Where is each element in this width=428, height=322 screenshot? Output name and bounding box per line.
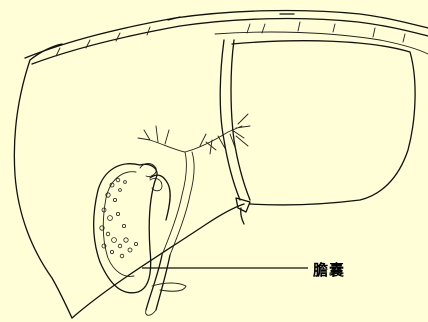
gallbladder-inner-wall <box>103 172 136 277</box>
ligamentum-teres-inner <box>231 40 250 200</box>
right-lobe-outline <box>232 41 415 205</box>
gallbladder-label: 膽囊 <box>313 259 345 280</box>
common-bile-duct <box>146 255 170 310</box>
bile-duct-tail <box>146 283 186 315</box>
cystic-duct <box>150 175 170 220</box>
gallstones <box>100 178 138 258</box>
liver-outline <box>14 44 72 318</box>
diaphragm-hatching <box>56 22 405 56</box>
ligamentum-teres <box>220 40 240 200</box>
diaphragm-band-lower <box>32 19 428 64</box>
diaphragm-band-upper <box>25 11 428 58</box>
